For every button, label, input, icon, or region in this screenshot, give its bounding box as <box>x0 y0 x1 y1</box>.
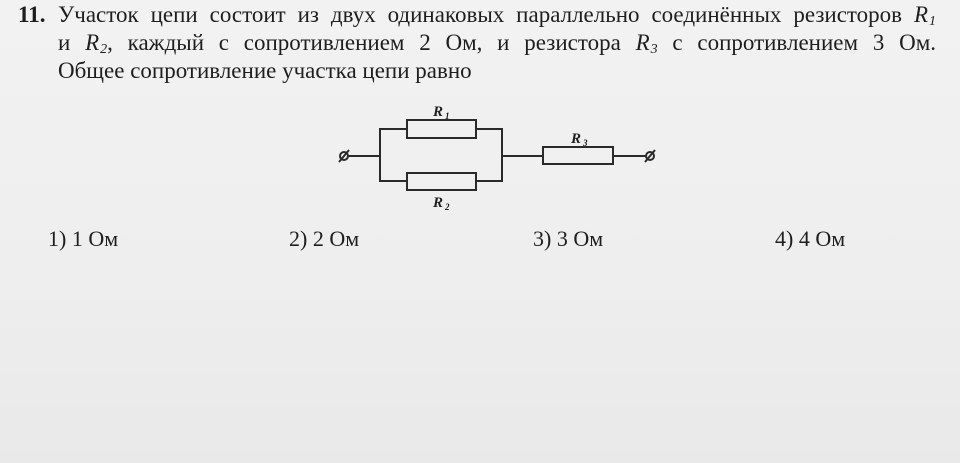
symbol-subscript: 2 <box>100 42 108 57</box>
question-line-1: Участок цепи состоит из двух одинаковых … <box>58 2 936 29</box>
question-text: и <box>58 30 71 55</box>
right-terminal-icon <box>644 149 656 163</box>
symbol-subscript: 1 <box>929 14 936 29</box>
left-terminal-icon <box>338 149 350 163</box>
answer-option-3: 3) 3 Ом <box>533 226 604 251</box>
question-line-2: и R2, каждый с сопротивлением 2 Ом, и ре… <box>58 30 936 57</box>
symbol-letter: R <box>635 30 650 55</box>
wire <box>476 128 503 182</box>
answer-option-4: 4) 4 Ом <box>775 226 846 251</box>
question-line-3: Общее сопротивление участка цепи равно <box>58 58 472 83</box>
question-number: 11. <box>18 2 46 27</box>
question-text: Участок цепи состоит из двух одинаковых … <box>58 2 903 27</box>
symbol-r3: R3 <box>635 30 658 57</box>
resistor-r1 <box>406 119 477 139</box>
resistor-r3 <box>542 146 614 165</box>
symbol-subscript: 3 <box>650 42 658 57</box>
resistor-r2 <box>406 172 477 191</box>
answer-option-1: 1) 1 Ом <box>48 226 119 251</box>
wire <box>379 128 407 182</box>
question-text: с сопротивлением 3 Ом. <box>672 30 936 55</box>
symbol-letter: R <box>913 2 928 27</box>
symbol-letter: R <box>85 30 100 55</box>
question-text: , каждый с сопротивлением 2 Ом, и резист… <box>107 30 621 55</box>
answer-option-2: 2) 2 Ом <box>289 226 360 251</box>
symbol-r1: R1 <box>913 2 936 29</box>
symbol-r2: R2 <box>85 30 108 57</box>
